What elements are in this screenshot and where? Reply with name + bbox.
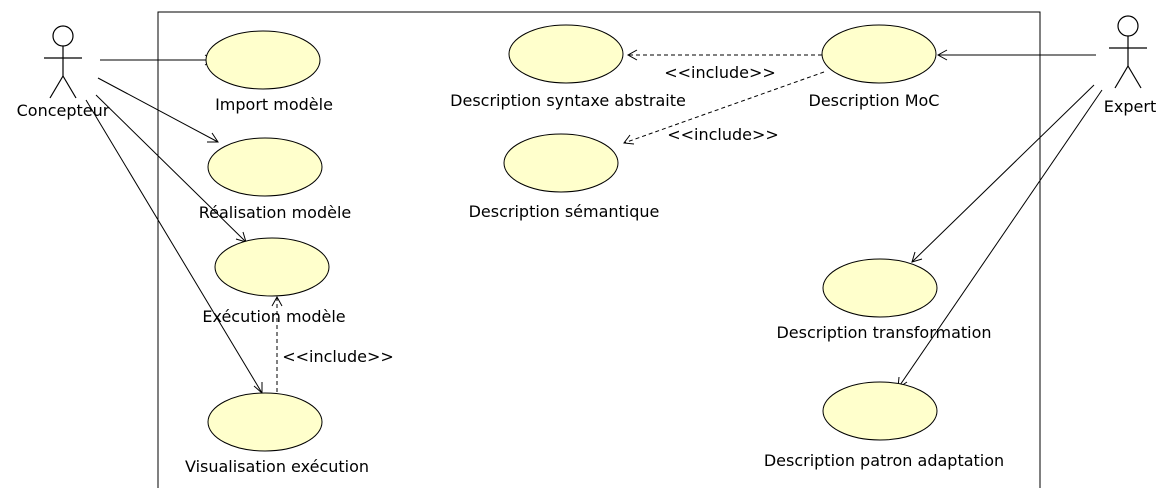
arrowhead-moc [936, 49, 948, 61]
system-boundary [157, 11, 1041, 488]
associations-concepteur [85, 54, 263, 395]
include-moc-syntaxe-arrowhead [626, 49, 638, 61]
use-case-visualisation-execution-ellipse [207, 392, 323, 452]
actor-concepteur-head [52, 25, 74, 47]
use-case-description-transformation[interactable]: Description transformation [776, 258, 992, 342]
use-case-description-syntaxe-abstraite-ellipse [508, 24, 624, 84]
include-moc-semantique-arrowhead [623, 134, 635, 145]
assoc-expert-patron [897, 89, 1103, 389]
actor-expert-leg-right [1127, 65, 1142, 89]
use-case-import-modele-ellipse [205, 30, 321, 90]
include-visu-execution-label: <<include>> [282, 347, 394, 366]
use-case-realisation-modele-ellipse [207, 137, 323, 197]
use-case-description-moc-label: Description MoC [809, 91, 940, 110]
use-case-description-syntaxe-abstraite-label: Description syntaxe abstraite [450, 91, 686, 110]
include-moc-semantique-line [623, 71, 825, 144]
assoc-expert-transformation [911, 84, 1095, 263]
use-case-description-patron-adaptation-label: Description patron adaptation [764, 451, 1004, 470]
actor-expert-leg-left [1114, 65, 1129, 89]
assoc-concepteur-execution [95, 94, 247, 243]
use-case-description-semantique-label: Description sémantique [469, 202, 660, 221]
use-case-visualisation-execution[interactable]: Visualisation exécution [185, 392, 369, 476]
include-moc-semantique-label: <<include>> [667, 125, 779, 144]
use-case-execution-modele[interactable]: Exécution modèle [202, 237, 346, 326]
include-visu-execution-arrowhead [271, 295, 283, 307]
actor-concepteur-label: Concepteur [17, 101, 110, 120]
arrowhead-transformation [911, 251, 923, 263]
use-case-import-modele-label: Import modèle [215, 95, 333, 114]
assoc-concepteur-visualisation [85, 99, 263, 394]
include-dependencies [271, 49, 825, 392]
assoc-concepteur-realisation [97, 77, 219, 143]
use-case-realisation-modele[interactable]: Réalisation modèle [199, 137, 351, 222]
associations-expert [897, 49, 1103, 389]
use-case-description-semantique-ellipse [503, 133, 619, 193]
use-case-visualisation-execution-label: Visualisation exécution [185, 457, 369, 476]
include-moc-syntaxe-label: <<include>> [664, 63, 776, 82]
arrowhead-realisation [207, 132, 219, 143]
actor-concepteur[interactable]: Concepteur [17, 25, 110, 120]
use-case-description-semantique[interactable]: Description sémantique [469, 133, 660, 221]
actor-expert[interactable]: Expert [1104, 15, 1156, 116]
use-case-description-transformation-ellipse [822, 258, 938, 318]
use-case-import-modele[interactable]: Import modèle [205, 30, 333, 114]
use-case-description-moc-ellipse [821, 24, 937, 84]
use-case-description-transformation-label: Description transformation [776, 323, 991, 342]
use-case-description-moc[interactable]: Description MoC [809, 24, 940, 110]
actor-expert-label: Expert [1104, 97, 1156, 116]
use-case-description-syntaxe-abstraite[interactable]: Description syntaxe abstraite [450, 24, 686, 110]
use-case-description-patron-adaptation[interactable]: Description patron adaptation [764, 381, 1004, 470]
use-case-realisation-modele-label: Réalisation modèle [199, 203, 351, 222]
use-case-execution-modele-label: Exécution modèle [202, 307, 345, 326]
actor-expert-head [1117, 15, 1139, 37]
use-case-execution-modele-ellipse [214, 237, 330, 297]
use-case-description-patron-adaptation-ellipse [822, 381, 938, 441]
actor-concepteur-leg-left [49, 75, 64, 99]
actor-concepteur-leg-right [62, 75, 77, 99]
arrowhead-visualisation [253, 382, 263, 395]
